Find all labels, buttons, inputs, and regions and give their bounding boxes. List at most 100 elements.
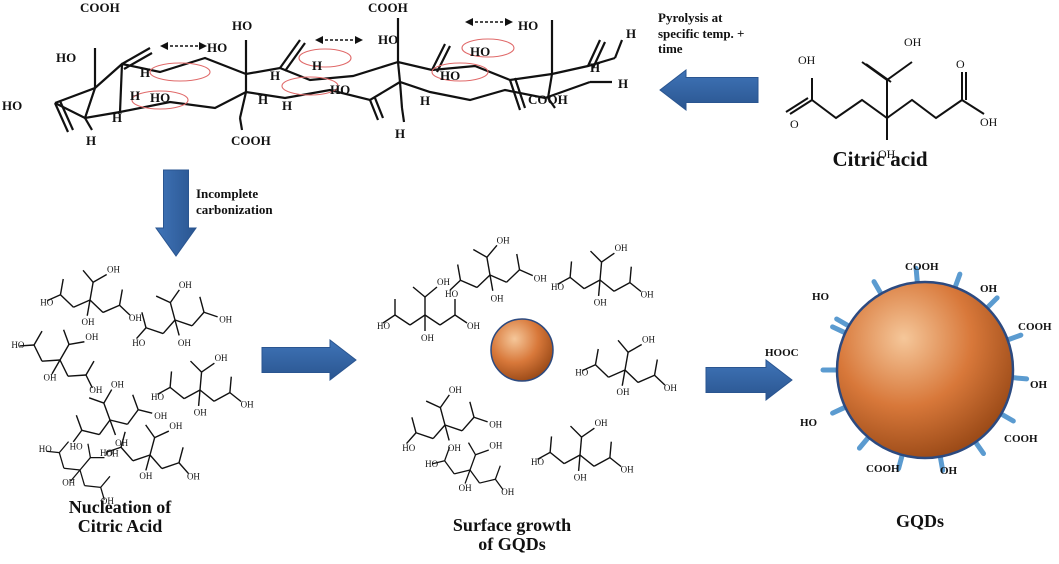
- fragment-hydroxyl-label: OH: [437, 277, 450, 287]
- gqd-group-label: OH: [980, 283, 998, 295]
- fragment-hydroxyl-label: OH: [489, 420, 502, 430]
- citric-oxygen-label: O: [956, 57, 965, 71]
- chain-atom-label: H: [626, 26, 636, 41]
- fragment-hydroxyl-label: OH: [421, 333, 434, 343]
- nucleation-line-2: Citric Acid: [77, 515, 163, 536]
- surface-growth-fragment: [557, 250, 642, 297]
- gqd-functional-spike: [856, 434, 871, 451]
- growth-to-gqd-arrow: [705, 358, 793, 402]
- fragment-hydroxyl-label: OH: [497, 235, 510, 245]
- chain-atom-label: COOH: [368, 0, 408, 15]
- fragment-hydroxyl-label: HO: [132, 338, 145, 348]
- chain-atom-label: HO: [2, 98, 22, 113]
- fragment-hydroxyl-label: OH: [219, 315, 232, 325]
- citric-hydroxyl-label: OH: [904, 35, 922, 49]
- chain-atom-label: H: [395, 126, 405, 141]
- fragment-hydroxyl-label: OH: [178, 338, 191, 348]
- gqds-label: GQDs: [895, 511, 944, 531]
- surface-growth-fragment: [382, 286, 468, 331]
- fragment-hydroxyl-label: OH: [491, 293, 504, 303]
- fragment-hydroxyl-label: HO: [100, 448, 113, 458]
- fragment-hydroxyl-label: OH: [501, 487, 514, 497]
- incomplete-line-1: Incomplete: [196, 186, 259, 201]
- fragment-hydroxyl-label: OH: [187, 471, 200, 481]
- nucleation-fragment: [72, 389, 153, 443]
- nucleation-to-growth-arrow: [261, 338, 357, 382]
- fragment-hydroxyl-label: OH: [241, 400, 254, 410]
- surface-growth-fragment: [405, 394, 488, 445]
- surface-growth-fragment: [431, 442, 504, 491]
- fragment-hydroxyl-label: OH: [169, 421, 182, 431]
- fragment-hydroxyl-label: OH: [101, 496, 114, 506]
- process-arrows: [155, 68, 793, 402]
- chain-atom-label: HO: [378, 32, 398, 47]
- gqd-functional-spike: [913, 265, 920, 285]
- gqd-group-label: HOOC: [765, 347, 799, 359]
- surface-growth-fragment: [581, 339, 666, 386]
- growing-gqd-core: [490, 318, 554, 382]
- chain-atom-label: H: [420, 93, 430, 108]
- fragment-hydroxyl-label: OH: [82, 317, 95, 327]
- carbonized-chain-structure: [53, 18, 624, 133]
- fragment-hydroxyl-label: OH: [489, 440, 502, 450]
- gqd-functional-spike: [871, 279, 884, 297]
- fragment-hydroxyl-label: OH: [621, 465, 634, 475]
- gqd-group-label: COOH: [905, 261, 939, 273]
- gqd-functional-spike: [937, 454, 946, 473]
- fragment-hydroxyl-label: HO: [70, 442, 83, 452]
- nucleation-fragment: [107, 424, 190, 475]
- surface-growth-line-1: Surface growth: [452, 515, 572, 535]
- gqd-group-label: OH: [1030, 379, 1048, 391]
- nucleation-fragment: [157, 360, 242, 407]
- incomplete-line-2: carbonization: [196, 201, 273, 217]
- pyrolysis-label: Pyrolysis at specific temp. + time: [658, 10, 788, 57]
- fragment-hydroxyl-label: OH: [62, 478, 75, 488]
- gqd-group-label: OH: [940, 465, 958, 477]
- fragment-hydroxyl-label: OH: [129, 313, 142, 323]
- citric-hydroxyl-label: OH: [980, 115, 998, 129]
- chain-atom-label: H: [112, 110, 122, 125]
- fragment-hydroxyl-label: OH: [139, 471, 152, 481]
- fragment-hydroxyl-label: OH: [534, 273, 547, 283]
- gqd-functional-spike: [830, 324, 848, 336]
- fragment-hydroxyl-label: OH: [89, 385, 102, 395]
- gqd-functional-spike: [834, 316, 852, 329]
- surface-growth-fragment: [449, 244, 534, 291]
- fragment-hydroxyl-label: OH: [215, 353, 228, 363]
- citric-hydroxyl-label: OH: [878, 147, 896, 161]
- fragment-hydroxyl-label: OH: [111, 380, 124, 390]
- gqd-group-label: HO: [800, 417, 818, 429]
- fragment-hydroxyl-label: OH: [574, 473, 587, 483]
- fragment-hydroxyl-label: OH: [459, 483, 472, 493]
- fragment-hydroxyl-label: OH: [44, 373, 57, 383]
- chain-atom-label: H: [282, 98, 292, 113]
- gqd-functional-spike: [830, 404, 848, 416]
- chain-atom-label: HO: [207, 40, 227, 55]
- fragment-hydroxyl-label: OH: [106, 448, 119, 458]
- nucleation-label: Nucleation of Citric Acid: [20, 498, 220, 536]
- incomplete-carbonization-label: Incomplete carbonization: [196, 186, 316, 217]
- surface-growth-fragment: [537, 425, 622, 472]
- surface-growth-label: Surface growth of GQDs: [412, 516, 612, 554]
- chain-atom-label: H: [140, 65, 150, 80]
- fragment-hydroxyl-label: OH: [85, 332, 98, 342]
- chain-atom-label: COOH: [80, 0, 120, 15]
- fragment-hydroxyl-label: HO: [575, 367, 588, 377]
- citric-acid-label: Citric acid: [832, 147, 928, 171]
- citric-acid-structure: [785, 61, 985, 140]
- fragment-hydroxyl-label: OH: [615, 243, 628, 253]
- fragment-hydroxyl-label: OH: [641, 290, 654, 300]
- gqd-functional-spike: [896, 452, 905, 472]
- gqd-functional-spike: [952, 271, 963, 290]
- pyrolysis-line-2: specific temp. +: [658, 25, 745, 41]
- fragment-hydroxyl-label: HO: [377, 321, 390, 331]
- pyrolysis-line-3: time: [658, 41, 683, 57]
- nucleation-fragment: [19, 329, 95, 389]
- fragment-hydroxyl-label: HO: [402, 443, 415, 453]
- gqd-functional-spike: [1005, 332, 1024, 343]
- fragment-hydroxyl-label: HO: [445, 289, 458, 299]
- interaction-arrowheads: [160, 18, 513, 50]
- hydrogen-bond-ellipses: [131, 38, 515, 110]
- gqd-functional-spike: [984, 295, 1000, 311]
- gqd-functional-spike: [972, 439, 987, 457]
